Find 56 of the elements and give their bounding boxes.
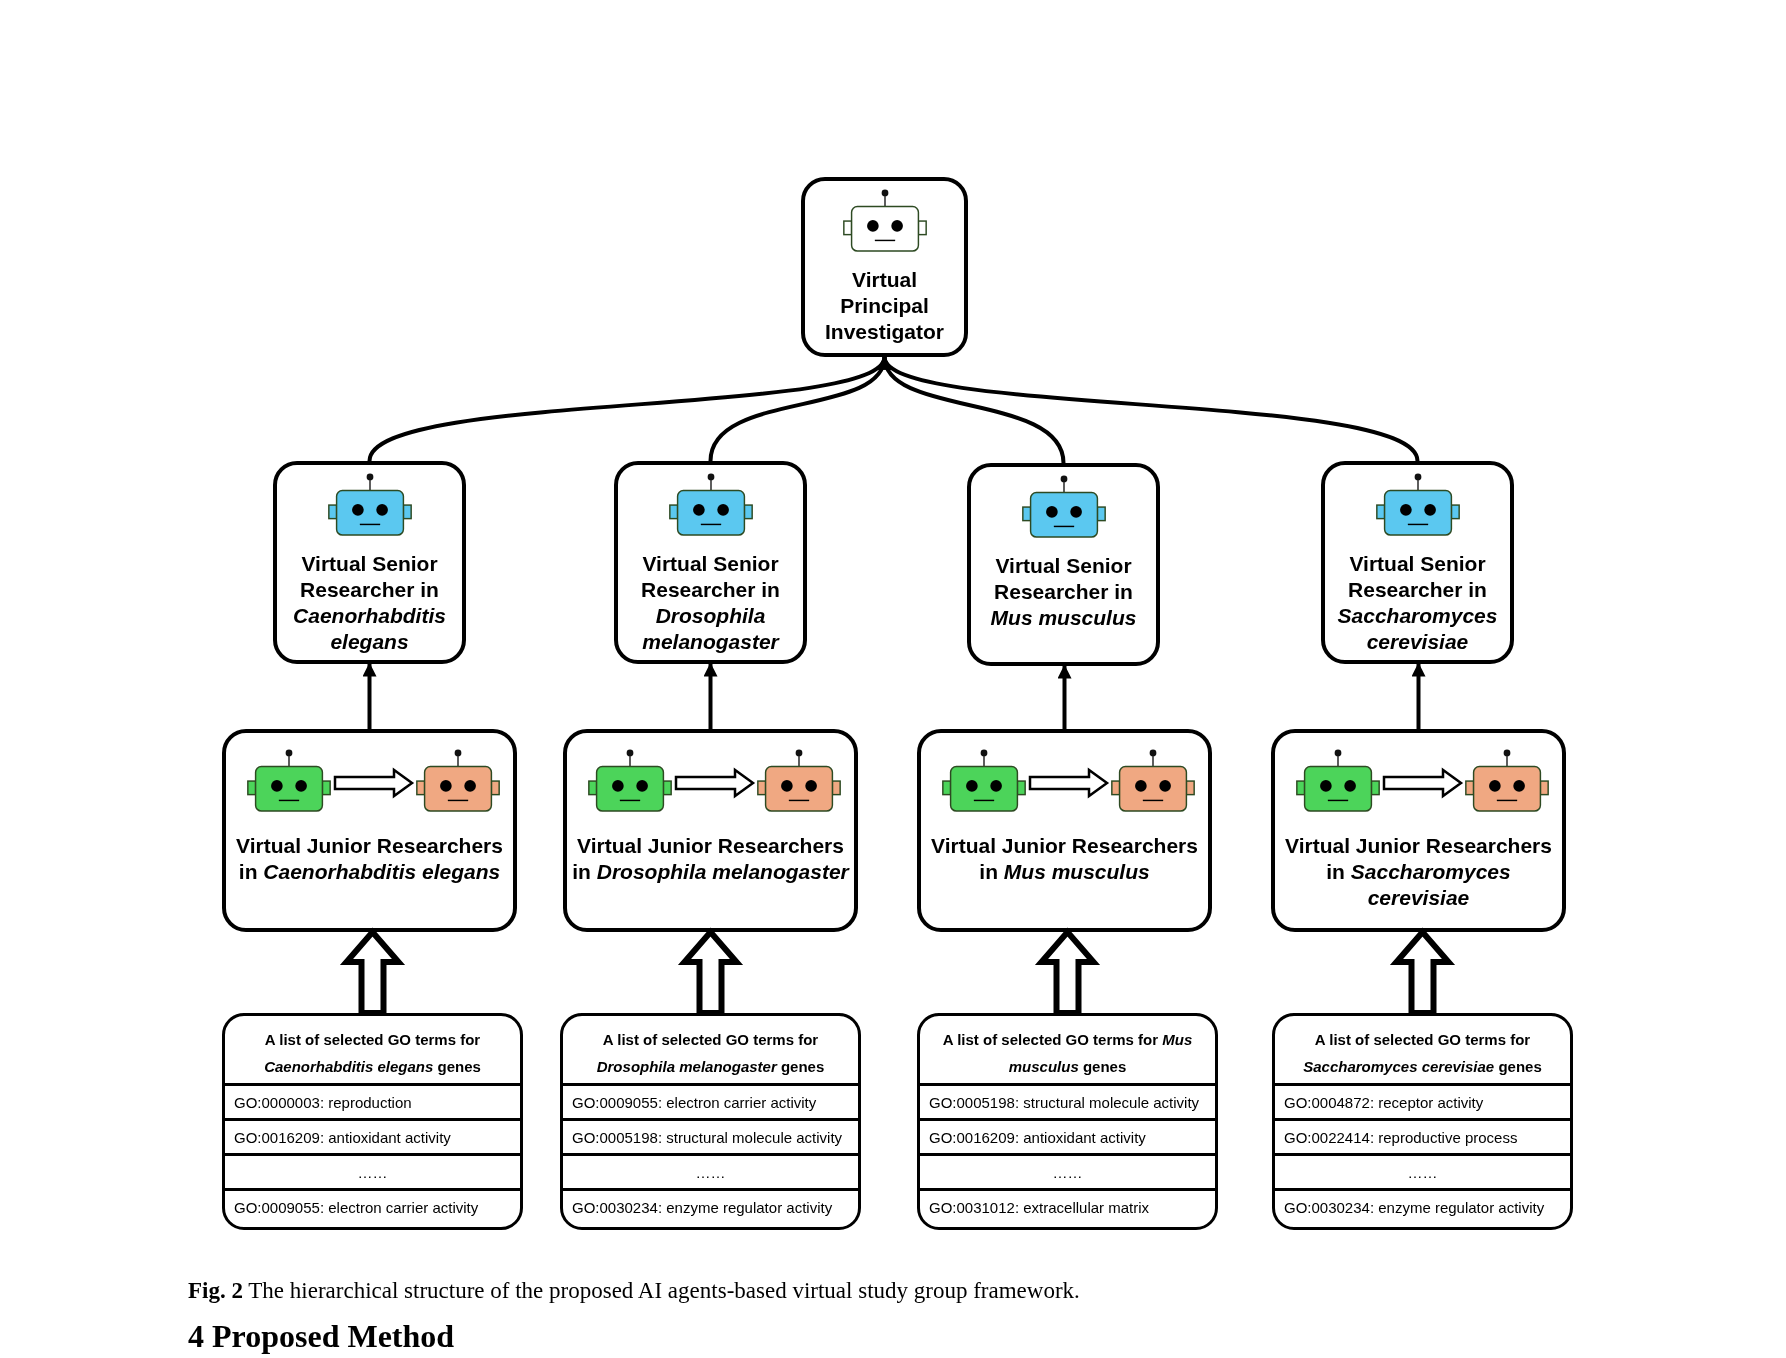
arrow [703, 662, 718, 729]
term-row: GO:0022414: reproductive process [1275, 1121, 1570, 1156]
agent-label: Virtual Junior Researchers in Caenorhabditis elegans [235, 833, 504, 885]
term-row-text: GO:0031012: extracellular matrix [928, 1198, 1151, 1218]
term-list-card [917, 1013, 1218, 1230]
list-header: A list of selected GO terms for Caenorhabditis elegans genes [225, 1016, 520, 1086]
term-row: GO:0000003: reproduction [225, 1086, 520, 1121]
agent-label: Virtual Senior Researcher in Caenorhabditis elegans [292, 551, 447, 655]
list-header: A list of selected GO terms for Saccharomyces cerevisiae genes [1275, 1016, 1570, 1086]
block-arrow [333, 767, 415, 799]
term-row: GO:0016209: antioxidant activity [225, 1121, 520, 1156]
section-heading: 4 Proposed Method [188, 1318, 455, 1355]
agent-box [222, 729, 517, 932]
list-header: A list of selected GO terms for Drosophila melanogaster genes [563, 1016, 858, 1086]
agent-label: Virtual Junior Researchers in Mus musculus [930, 833, 1199, 885]
term-row: GO:0005198: structural molecule activity [563, 1121, 858, 1156]
term-row: GO:0016209: antioxidant activity [920, 1121, 1215, 1156]
term-list-card [222, 1013, 523, 1230]
term-row-text: GO:0030234: enzyme regulator activity [1283, 1198, 1546, 1218]
agent-label: Virtual Principal Investigator [824, 267, 945, 345]
block-arrow [674, 767, 756, 799]
agent-label: Virtual Senior Researcher in Mus musculus [989, 553, 1138, 631]
block-arrow [339, 927, 406, 1016]
term-row-text: GO:0009055: electron carrier activity [233, 1198, 480, 1218]
term-row: GO:0004872: receptor activity [1275, 1086, 1570, 1121]
agent-box [801, 177, 968, 357]
ellipsis-row: …… [563, 1156, 858, 1191]
agent-label: Virtual Senior Researcher in Saccharomyces cerevisiae [1336, 551, 1499, 655]
arrow [1411, 662, 1426, 729]
agent-label: Virtual Junior Researchers in Saccharomyces cerevisiae [1284, 833, 1553, 911]
term-row: GO:0005198: structural molecule activity [920, 1086, 1215, 1121]
term-list-card [560, 1013, 861, 1230]
agent-box [1321, 461, 1514, 664]
agent-box [917, 729, 1212, 932]
agent-box [967, 463, 1160, 666]
agent-label: Virtual Senior Researcher in Drosophila melanogaster [640, 551, 781, 655]
agent-box [1271, 729, 1566, 932]
block-arrow [677, 927, 744, 1016]
list-header: A list of selected GO terms for Mus musculus genes [920, 1016, 1215, 1086]
agent-box [614, 461, 807, 664]
term-list-card [1272, 1013, 1573, 1230]
block-arrow [1034, 927, 1101, 1016]
arrow [362, 662, 377, 729]
agent-label: Virtual Junior Researchers in Drosophila melanogaster [571, 833, 850, 885]
agent-box [273, 461, 466, 664]
arrow [1057, 664, 1072, 729]
term-row: GO:0009055: electron carrier activity [563, 1086, 858, 1121]
block-arrow [1382, 767, 1464, 799]
agent-box [563, 729, 858, 932]
ellipsis-row: …… [920, 1156, 1215, 1191]
block-arrow [1028, 767, 1110, 799]
figure-caption: Fig. 2 The hierarchical structure of the proposed AI agents-based virtual study group framework. [188, 1278, 1080, 1304]
ellipsis-row: …… [225, 1156, 520, 1191]
block-arrow [1389, 927, 1456, 1016]
term-row-text: GO:0030234: enzyme regulator activity [571, 1198, 834, 1218]
ellipsis-row: …… [1275, 1156, 1570, 1191]
